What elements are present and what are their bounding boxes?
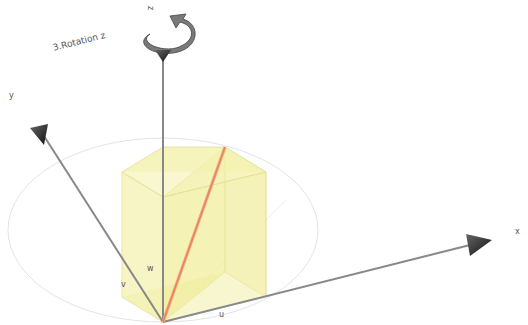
- z-axis: [162, 52, 164, 322]
- rotation-label: 3.Rotation z: [52, 31, 106, 53]
- y-axis: [44, 136, 163, 322]
- axis-label: u: [219, 311, 224, 319]
- axis-label: w: [147, 265, 154, 273]
- y-arrowhead: [30, 124, 48, 145]
- diagonal-vector: [163, 147, 225, 322]
- unit-cube: [122, 147, 266, 322]
- x-arrowhead: [466, 234, 492, 256]
- x-axis: [163, 244, 474, 322]
- axis-label: v: [121, 281, 126, 289]
- axis-label: y: [9, 92, 14, 100]
- rotation-arrow: [144, 14, 195, 62]
- axis-label: x: [515, 228, 520, 236]
- axis-label: z: [146, 6, 154, 10]
